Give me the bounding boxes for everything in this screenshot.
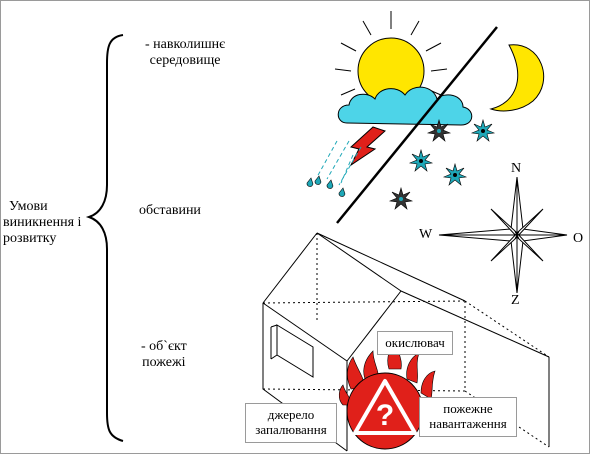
compass-north-label: N	[511, 161, 522, 176]
branch-environment-line2: середовище	[149, 53, 221, 68]
ignition-source-line1: джерело	[267, 407, 315, 422]
branch-environment: - навколишнє середовище	[145, 37, 225, 69]
branch-object: - об`єкт пожежі	[141, 339, 187, 371]
conditions-label: Умови виникнення і розвитку	[3, 199, 81, 247]
rain-streaks	[316, 140, 362, 186]
conditions-label-line3: розвитку	[3, 231, 57, 246]
compass-south-label: Z	[511, 293, 520, 308]
snowflake-icon	[389, 187, 413, 210]
curly-brace	[85, 34, 124, 442]
fire-hazard-triangle-icon	[353, 379, 417, 435]
conditions-label-line2: виникнення і	[3, 215, 82, 230]
fire-load-line2: навантаження	[429, 416, 507, 431]
oxidizer-box: окислювач	[377, 331, 453, 355]
fire-load-box: пожежне навантаження	[419, 397, 517, 437]
lightning-icon	[349, 126, 386, 167]
moon-icon	[489, 44, 545, 112]
ignition-source-line2: запалювання	[255, 422, 327, 437]
ignition-source-box: джерело запалювання	[245, 403, 337, 443]
fire-load-line1: пожежне	[443, 401, 493, 416]
cloud-icon	[337, 86, 473, 126]
compass-west-label: W	[419, 227, 433, 242]
sun-rays	[334, 11, 448, 96]
conditions-label-line1: Умови	[9, 199, 48, 214]
branch-object-line2: пожежі	[142, 355, 186, 370]
snowflake-icon	[471, 119, 495, 142]
snowflake-icon	[443, 163, 467, 186]
compass-east-label: O	[573, 231, 584, 246]
raindrop-icons	[306, 175, 346, 197]
weather-divider-line	[336, 26, 498, 224]
branch-circumstances: обставини	[139, 203, 201, 218]
branch-object-line1: - об`єкт	[141, 339, 187, 354]
snowflake-icon	[409, 149, 433, 172]
fire-hazard-question-mark: ?	[376, 399, 394, 432]
compass-rose-icon	[438, 176, 568, 294]
branch-environment-line1: - навколишнє	[145, 37, 226, 52]
